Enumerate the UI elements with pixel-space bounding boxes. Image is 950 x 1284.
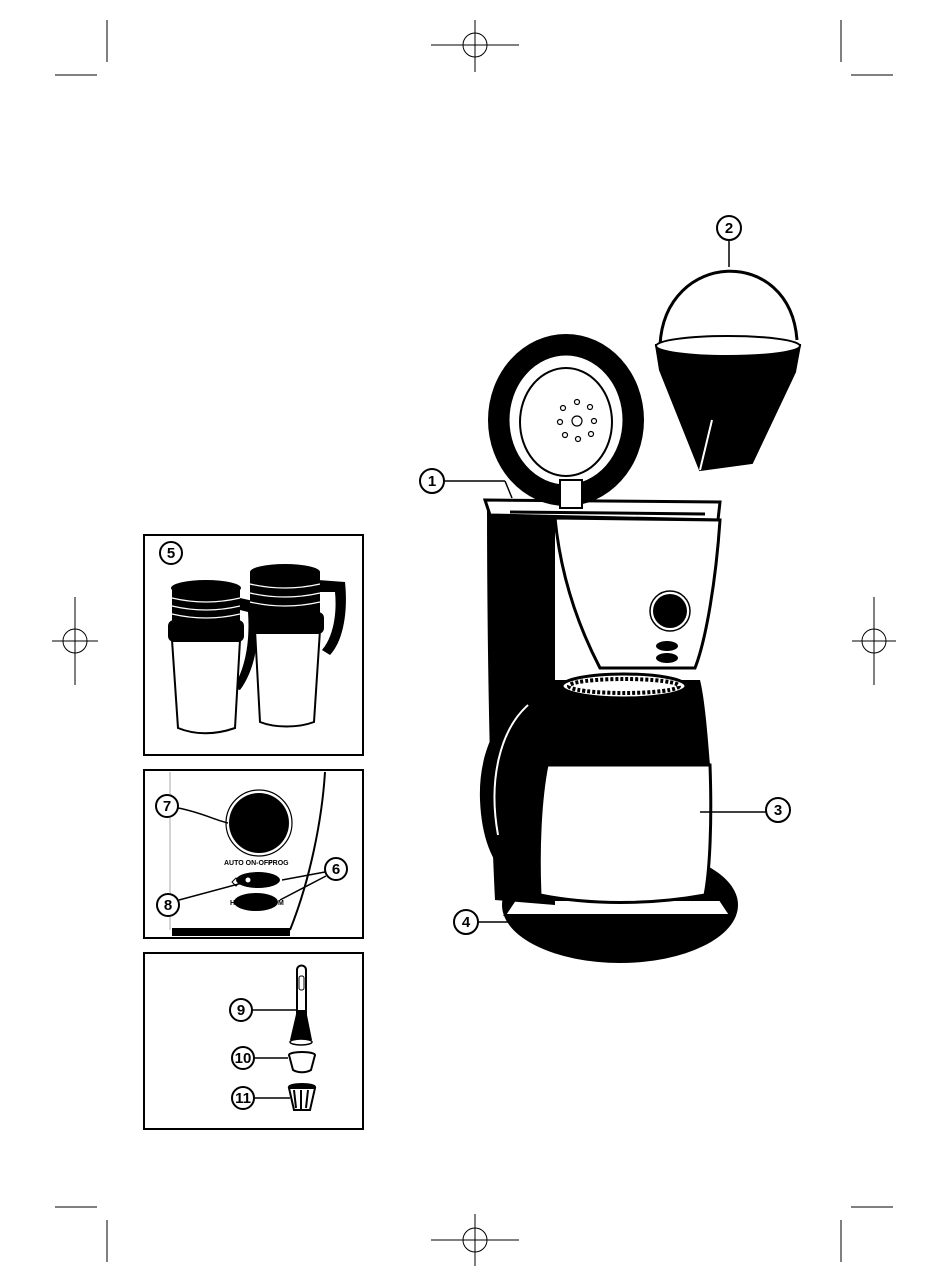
prog-label: PROG <box>268 860 289 867</box>
registration-mark-left <box>52 597 98 685</box>
panel-controls: AUTO ON-OFF PROG H M 7 6 8 <box>144 770 363 938</box>
registration-mark-bottom <box>431 1214 519 1266</box>
callout-2-label: 2 <box>725 220 733 237</box>
panel-travel-mugs: 5 <box>144 535 363 755</box>
measuring-cup <box>289 1052 315 1072</box>
callout-1: 1 <box>420 469 512 498</box>
prog-button <box>656 641 678 651</box>
front-housing <box>555 518 720 668</box>
auto-on-off-label: AUTO ON-OFF <box>224 860 273 867</box>
panel-hm-button <box>234 893 278 911</box>
callout-11-label: 11 <box>235 1090 251 1107</box>
coffee-maker-illustration <box>480 271 800 963</box>
callout-10-label: 10 <box>235 1050 252 1067</box>
callout-9-label: 9 <box>237 1002 245 1019</box>
carafe-body <box>539 765 711 903</box>
callout-8-label: 8 <box>164 897 172 914</box>
callout-2: 2 <box>717 216 741 267</box>
callout-5-label: 5 <box>167 545 175 562</box>
registration-mark-right <box>852 597 896 685</box>
filter-insert <box>289 1084 315 1110</box>
m-label: M <box>278 900 284 907</box>
hm-button <box>656 653 678 663</box>
dial <box>653 594 687 628</box>
callout-3-label: 3 <box>774 802 782 819</box>
callout-7-label: 7 <box>163 798 171 815</box>
top-rim <box>485 500 720 520</box>
panel-dial <box>229 793 289 853</box>
filter-basket <box>656 271 800 470</box>
panel-prog-button <box>236 872 280 888</box>
callout-4-label: 4 <box>462 914 471 931</box>
h-label: H <box>230 900 235 907</box>
callout-1-label: 1 <box>428 473 436 490</box>
panel-accessories: 9 10 11 <box>144 953 363 1129</box>
registration-mark-top <box>431 20 519 72</box>
callout-6-label: 6 <box>332 861 340 878</box>
callout-3: 3 <box>700 798 790 822</box>
lid-hinge <box>560 480 582 508</box>
